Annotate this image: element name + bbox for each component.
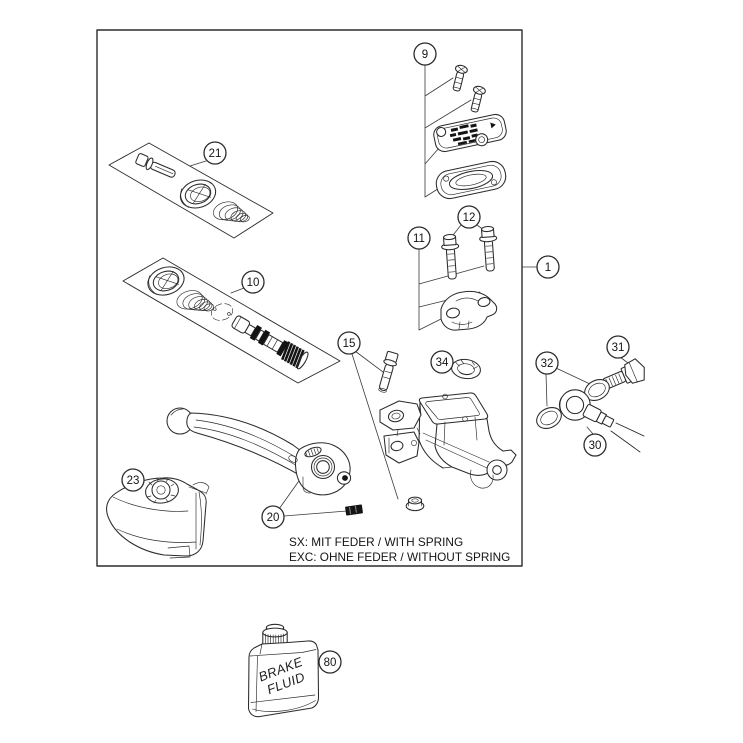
svg-text:11: 11 [413, 233, 425, 245]
svg-text:9: 9 [422, 49, 428, 61]
svg-text:23: 23 [127, 475, 140, 487]
piston-assembly-drawing [231, 315, 309, 370]
callout-12[interactable]: 12 [457, 205, 481, 229]
svg-text:1: 1 [545, 262, 551, 274]
svg-text:10: 10 [247, 277, 260, 289]
svg-text:32: 32 [541, 358, 554, 370]
note-line-2: EXC: OHNE FEDER / WITHOUT SPRING [289, 550, 510, 564]
svg-text:12: 12 [463, 212, 476, 224]
callout-20[interactable]: 20 [261, 505, 285, 529]
pushrod-pin-drawing [135, 153, 176, 178]
svg-text:30: 30 [589, 440, 602, 452]
master-cylinder-body-drawing [378, 350, 517, 512]
svg-text:31: 31 [612, 342, 625, 354]
seal-cup-drawing [179, 179, 217, 209]
callout-23[interactable]: 23 [121, 468, 145, 492]
note-line-1: SX: MIT FEDER / WITH SPRING [289, 535, 463, 549]
cone-spring-drawing [213, 201, 250, 223]
leader-lines [143, 64, 629, 517]
callout-1[interactable]: 1 [536, 255, 560, 279]
spring-note: SX: MIT FEDER / WITH SPRING EXC: OHNE FE… [289, 535, 510, 564]
repair-kit-21-drawing [108, 142, 274, 239]
callout-10[interactable]: 10 [241, 270, 265, 294]
callout-9[interactable]: 9 [413, 42, 437, 66]
repair-kit-10-drawing [122, 257, 341, 384]
reservoir-membrane-drawing [435, 160, 507, 200]
reservoir-cover-screws-drawing [452, 64, 486, 113]
svg-text:20: 20 [267, 512, 280, 524]
callout-21[interactable]: 21 [203, 141, 227, 165]
diagram-frame-box [96, 29, 523, 567]
callout-34[interactable]: 34 [430, 350, 454, 374]
svg-text:80: 80 [324, 657, 337, 669]
grub-screw-drawing [345, 504, 363, 516]
svg-text:21: 21 [209, 148, 222, 160]
pivot-pin-drawing [378, 350, 399, 393]
callout-11[interactable]: 11 [407, 226, 431, 250]
callout-32[interactable]: 32 [535, 351, 559, 375]
brake-fluid-bottle-drawing: BRAKE FLUID [247, 623, 320, 718]
brake-lever-drawing [166, 407, 352, 496]
nut-drawing [405, 496, 425, 512]
dust-boot-drawing [451, 358, 481, 380]
svg-text:34: 34 [436, 357, 449, 369]
circlip-drawing [210, 303, 234, 321]
callout-80[interactable]: 80 [318, 650, 342, 674]
brake-hose-drawing [559, 389, 645, 453]
clamp-bolts-drawing [440, 225, 498, 331]
sealing-washer-lower-drawing [536, 407, 562, 429]
svg-text:15: 15 [343, 338, 356, 350]
handlebar-clamp-drawing [440, 290, 498, 331]
callout-31[interactable]: 31 [606, 335, 630, 359]
callout-15[interactable]: 15 [337, 331, 361, 355]
lever-perch-drawing [106, 477, 210, 559]
callout-30[interactable]: 30 [583, 433, 607, 457]
reservoir-cover-drawing [433, 113, 507, 153]
